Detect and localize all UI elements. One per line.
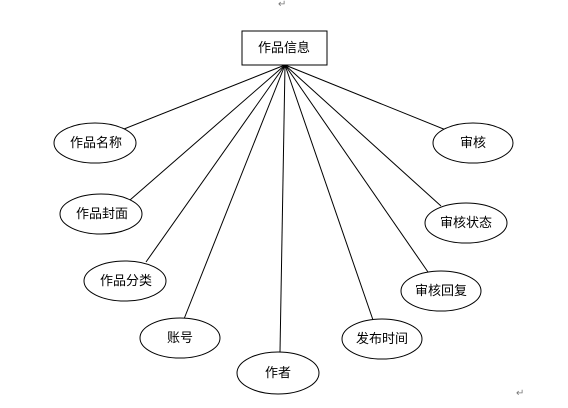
attribute-label: 作品封面 — [76, 207, 128, 222]
connector-author — [279, 64, 286, 353]
attribute-label: 审核 — [460, 136, 486, 151]
attribute-cover: 作品封面 — [59, 193, 143, 235]
connector-review — [284, 64, 447, 131]
attribute-label: 审核状态 — [440, 216, 492, 231]
attribute-label: 作品名称 — [70, 135, 122, 151]
connector-review-reply — [284, 64, 429, 273]
attribute-category: 作品分类 — [83, 260, 167, 302]
entity-label: 作品信息 — [258, 40, 310, 56]
attribute-label: 作者 — [265, 366, 291, 381]
connector-name — [123, 64, 286, 130]
attribute-label: 作品分类 — [100, 274, 152, 289]
connector-publish-time — [284, 64, 374, 321]
connector-lines — [123, 64, 447, 353]
entity-rect — [241, 30, 328, 66]
attribute-label: 发布时间 — [356, 331, 408, 347]
attribute-review-status: 审核状态 — [424, 202, 508, 244]
connector-review-status — [284, 64, 442, 207]
attribute-review-reply: 审核回复 — [400, 270, 482, 312]
attribute-account: 账号 — [139, 317, 221, 359]
attribute-label: 审核回复 — [415, 284, 467, 299]
attribute-author: 作者 — [236, 351, 320, 395]
paragraph-mark-bottom: ↵ — [516, 388, 524, 399]
attribute-review: 审核 — [432, 122, 514, 164]
attribute-name: 作品名称 — [53, 122, 137, 164]
connector-category — [145, 64, 286, 263]
connector-account — [183, 64, 286, 320]
paragraph-mark-top: ↵ — [278, 0, 286, 10]
entity-box: 作品信息 — [241, 30, 328, 66]
attribute-publish-time: 发布时间 — [341, 318, 423, 360]
attribute-label: 账号 — [167, 331, 193, 346]
connector-cover — [129, 64, 286, 201]
